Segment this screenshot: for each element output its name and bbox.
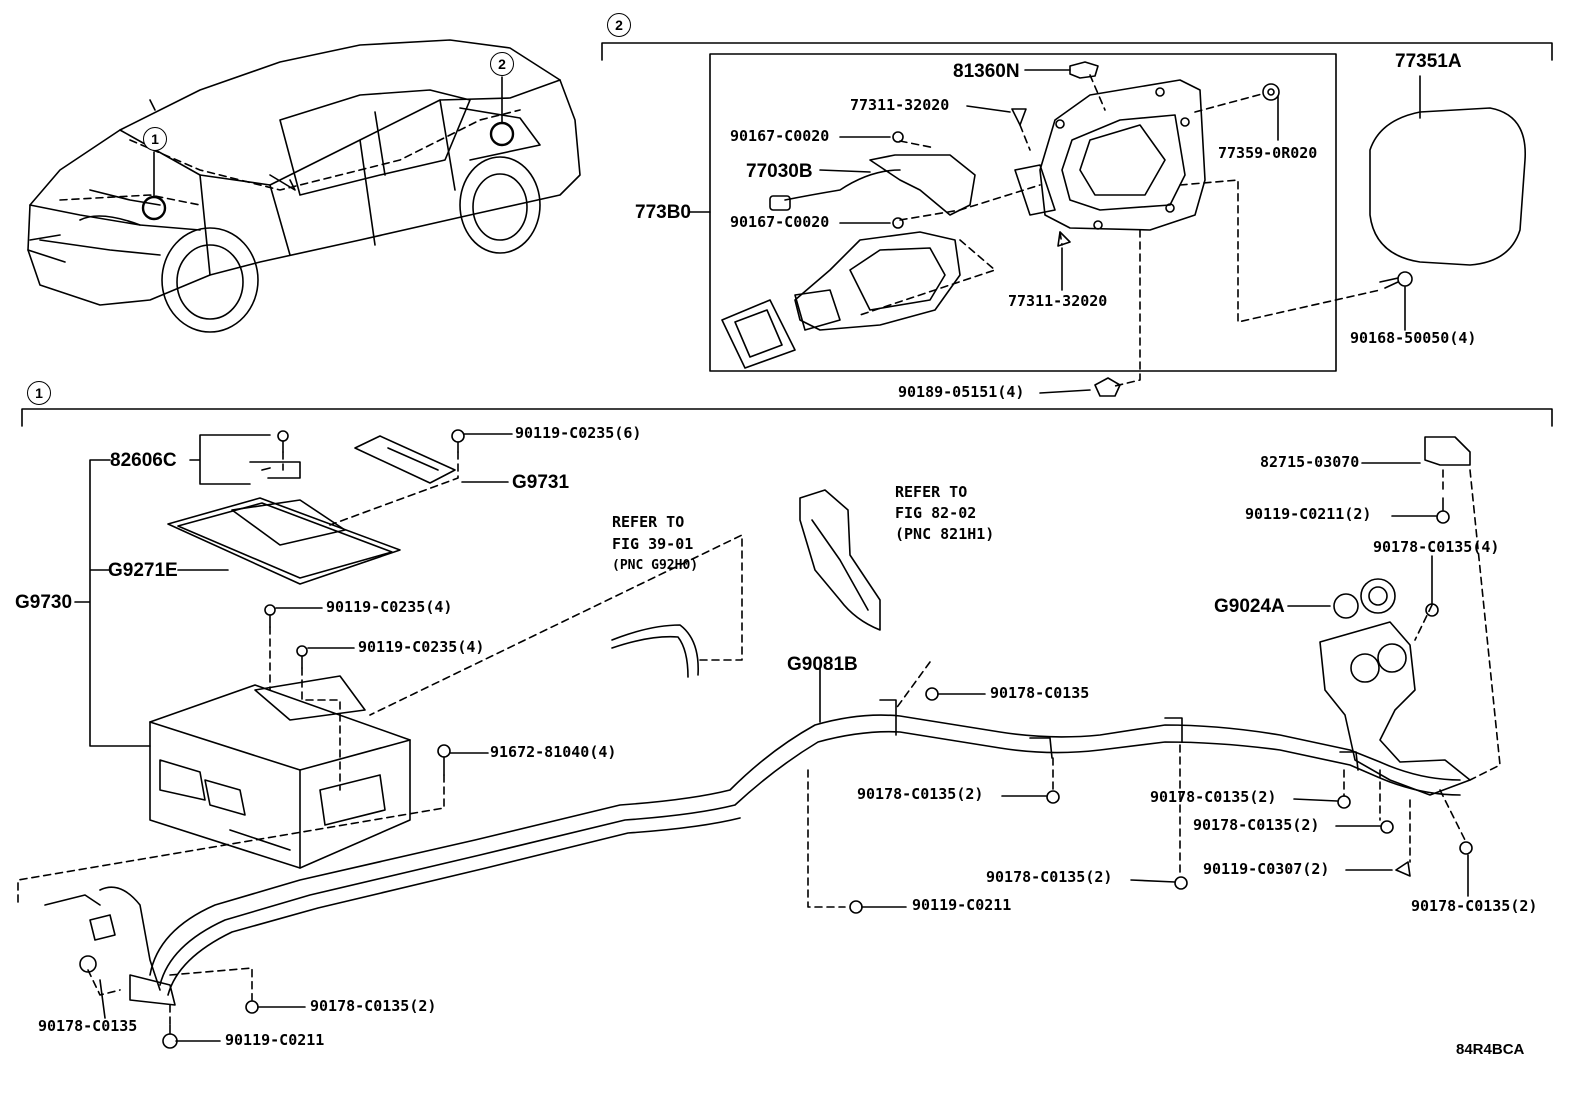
label-773B0: 773B0 (635, 202, 691, 223)
label-90167-C0020-bot: 90167-C0020 (730, 213, 830, 231)
label-G9081B: G9081B (787, 654, 858, 675)
refer-fig-82-02-line1: REFER TO (895, 483, 968, 501)
label-81360N: 81360N (953, 61, 1020, 82)
label-90178-C0135-2b: 90178-C0135(2) (1150, 788, 1277, 806)
label-G9271E: G9271E (108, 560, 178, 581)
refer-fig-39-01-line1: REFER TO (612, 513, 685, 531)
label-91672-81040: 91672-81040(4) (490, 743, 617, 761)
label-90189-05151: 90189-05151(4) (898, 383, 1025, 401)
inverter-assembly (149, 429, 881, 869)
section1-bracket (21, 408, 1553, 427)
label-90167-C0020-top: 90167-C0020 (730, 127, 830, 145)
label-90119-C0235-4b: 90119-C0235(4) (358, 638, 485, 656)
charge-lid-assembly (721, 61, 1526, 397)
illustration-code: 84R4BCA (1456, 1041, 1525, 1058)
label-77351A: 77351A (1395, 51, 1462, 72)
label-77359-0R020: 77359-0R020 (1218, 144, 1318, 162)
label-77030B: 77030B (746, 161, 813, 182)
label-90119-C0211-mid: 90119-C0211 (912, 896, 1012, 914)
label-82715-03070: 82715-03070 (1260, 453, 1360, 471)
callout-1-car: 1 (143, 127, 167, 151)
section1-leaders (17, 451, 1501, 1026)
label-82606C: 82606C (110, 450, 177, 471)
label-90119-C0307: 90119-C0307(2) (1203, 860, 1330, 878)
refer-fig-39-01-line2: FIG 39-01 (612, 535, 694, 553)
label-90119-C0211-2: 90119-C0211(2) (1245, 505, 1372, 523)
label-77311-32020-top: 77311-32020 (850, 96, 950, 114)
label-G9731: G9731 (512, 472, 570, 493)
label-G9024A: G9024A (1214, 596, 1285, 617)
label-90168-50050: 90168-50050(4) (1350, 329, 1477, 347)
vehicle-illustration (27, 39, 581, 333)
section2-bracket (601, 42, 1553, 61)
label-77311-32020-bot: 77311-32020 (1008, 292, 1108, 310)
refer-fig-82-02-line3: (PNC 821H1) (895, 525, 995, 543)
section2-solid-leaders (689, 69, 1421, 394)
label-90178-C0135-a: 90178-C0135 (990, 684, 1090, 702)
callout-2-car: 2 (490, 52, 514, 76)
refer-fig-39-01-line3: (PNC G92H0) (612, 558, 699, 573)
label-90178-C0135-4: 90178-C0135(4) (1373, 538, 1500, 556)
refer-fig-82-02-line2: FIG 82-02 (895, 504, 977, 522)
label-90178-C0135-b: 90178-C0135 (38, 1017, 138, 1035)
label-90178-C0135-2a: 90178-C0135(2) (857, 785, 984, 803)
label-G9730: G9730 (15, 592, 73, 613)
label-90178-C0135-2d: 90178-C0135(2) (986, 868, 1113, 886)
section2-leaders (859, 74, 1381, 387)
label-90119-C0211-bot: 90119-C0211 (225, 1031, 325, 1049)
label-90178-C0135-2c: 90178-C0135(2) (1193, 816, 1320, 834)
label-90119-C0235-4a: 90119-C0235(4) (326, 598, 453, 616)
charge-harness (44, 436, 1473, 1049)
label-90178-C0135-2f: 90178-C0135(2) (310, 997, 437, 1015)
label-90178-C0135-2e: 90178-C0135(2) (1411, 897, 1538, 915)
callout-2-section: 2 (607, 13, 631, 37)
label-90119-C0235-6: 90119-C0235(6) (515, 424, 642, 442)
section1-solid-leaders (74, 433, 1469, 1042)
callout-1-section: 1 (27, 381, 51, 405)
